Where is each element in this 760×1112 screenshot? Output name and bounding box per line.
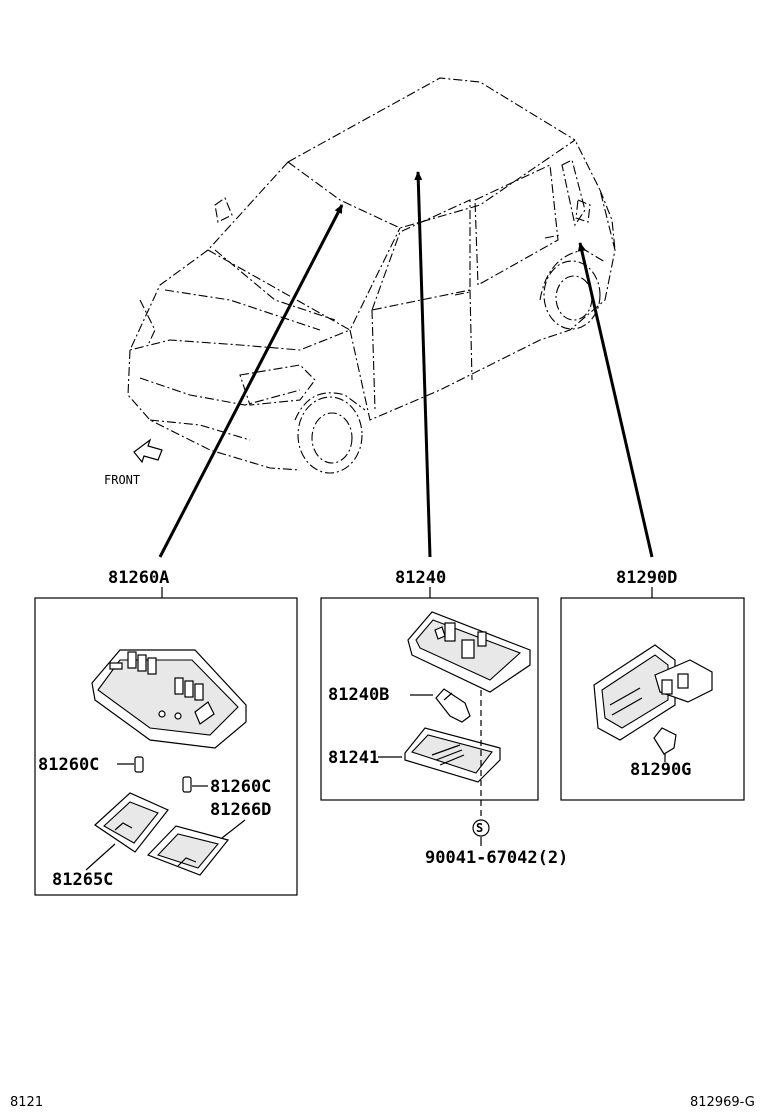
footer-left-code: 8121 bbox=[10, 1095, 43, 1110]
group-81290D: 81290D 81290G bbox=[560, 568, 745, 801]
sub-part-81260C-right: 81260C bbox=[210, 777, 271, 797]
room-lamp-housing bbox=[407, 611, 531, 693]
map-lamp-housing bbox=[91, 649, 247, 749]
bulb-81260C-right bbox=[182, 776, 192, 793]
sub-part-81265C: 81265C bbox=[52, 870, 113, 890]
group-81260A: 81260A 81260C 81260C 81266D bbox=[34, 568, 298, 896]
footer-right-code: 812969-G bbox=[690, 1095, 755, 1110]
sub-part-81240B: 81240B bbox=[328, 685, 389, 705]
luggage-lamp bbox=[593, 644, 713, 741]
group-part-number: 81240 bbox=[395, 568, 446, 588]
group-81240: 81240 81240B 81241 S 9 bbox=[320, 568, 568, 868]
arrow-81240 bbox=[414, 171, 432, 558]
bulb-81240B bbox=[435, 688, 471, 723]
arrow-81260A bbox=[158, 204, 344, 558]
front-direction-indicator: FRONT bbox=[104, 438, 163, 487]
sub-part-81260C-left: 81260C bbox=[38, 755, 99, 775]
bulb-81260C-left bbox=[134, 756, 144, 773]
lens-pattern bbox=[431, 744, 465, 766]
screw-symbol bbox=[472, 819, 490, 837]
sub-part-81290G: 81290G bbox=[630, 760, 691, 780]
front-label: FRONT bbox=[104, 473, 140, 487]
sub-part-81266D: 81266D bbox=[210, 800, 271, 820]
group-frame bbox=[320, 597, 539, 801]
bulb-81290G bbox=[653, 727, 677, 755]
group-part-number: 81260A bbox=[108, 568, 169, 588]
svg-text:S: S bbox=[476, 821, 483, 835]
group-frame bbox=[560, 597, 745, 801]
footer: 8121 812969-G bbox=[10, 1095, 755, 1110]
group-frame bbox=[34, 597, 298, 896]
sub-part-81241: 81241 bbox=[328, 748, 379, 768]
leader-arrows bbox=[158, 171, 654, 558]
vehicle-illustration bbox=[127, 77, 616, 474]
screw-part-number: 90041-67042(2) bbox=[425, 848, 568, 868]
arrow-81290D bbox=[577, 242, 654, 558]
group-part-number: 81290D bbox=[616, 568, 677, 588]
